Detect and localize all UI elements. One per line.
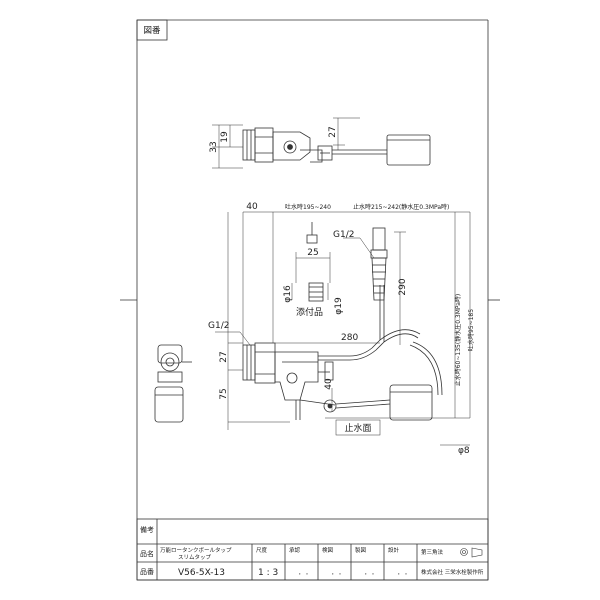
dim-25: 25 — [307, 248, 318, 258]
dim-stop-height: 止水時215~242(静水圧0.3MPa時) — [353, 203, 449, 211]
accessory-parts — [306, 222, 324, 302]
dim-dia19: φ19 — [334, 297, 344, 315]
front-view-dimensions — [215, 211, 471, 446]
border — [120, 19, 500, 581]
product-name-line2: スリムタップ — [178, 553, 212, 561]
date-approved: ・ ・ — [297, 572, 310, 578]
checked-label: 検図 — [322, 546, 334, 554]
part-no: V56-5X-13 — [178, 568, 225, 578]
dim-19: 19 — [220, 131, 230, 143]
dim-dia8: φ8 — [458, 446, 470, 456]
dim-280: 280 — [341, 333, 358, 343]
stop-water-level: 止水面 — [344, 422, 371, 434]
dim-right-stop: 止水時60~135(静水圧0.3MPa時) — [454, 294, 462, 387]
designed-label: 設計 — [388, 546, 400, 554]
drawing-number-box: 図番 — [136, 19, 168, 41]
remarks-label: 備考 — [140, 525, 154, 534]
dim-40-low: 40 — [324, 378, 334, 390]
date-drawn: ・ ・ — [363, 572, 376, 578]
scale-label: 尺度 — [256, 546, 268, 554]
part-no-label: 品番 — [140, 568, 154, 576]
dim-spout-height: 吐水時195~240 — [285, 203, 331, 211]
dim-right-spout: 吐水時95~185 — [467, 309, 475, 351]
dim-33: 33 — [209, 141, 219, 152]
projection-label: 第三角法 — [421, 548, 444, 556]
product-name-line1: 万能ロータンクボールタップ — [160, 546, 232, 554]
dim-27-left: 27 — [219, 351, 229, 362]
top-view-dimensions — [212, 117, 360, 169]
dim-g12-left: G1/2 — [208, 321, 229, 331]
drawing-number-label: 図番 — [143, 25, 161, 36]
dim-g12-upper: G1/2 — [333, 230, 354, 240]
third-angle-projection-icon — [460, 547, 483, 558]
title-block — [136, 518, 489, 581]
date-checked: ・ ・ — [330, 572, 343, 578]
dim-dia16: φ16 — [283, 285, 293, 303]
date-designed: ・ ・ — [396, 572, 409, 578]
company-name: 株式会社 三栄水栓製作所 — [421, 568, 484, 576]
dim-40: 40 — [246, 202, 258, 212]
accessory-label: 添付品 — [296, 307, 323, 318]
side-view — [154, 344, 192, 423]
dim-75: 75 — [219, 388, 229, 399]
drawn-label: 製図 — [355, 546, 367, 554]
dim-290: 290 — [398, 278, 408, 295]
dim-27-top: 27 — [328, 126, 338, 137]
product-name-label: 品名 — [140, 549, 154, 558]
top-view — [242, 127, 431, 166]
overflow-fitting — [370, 227, 388, 301]
scale-value: 1 : 3 — [258, 568, 278, 578]
approved-label: 承認 — [289, 546, 301, 554]
